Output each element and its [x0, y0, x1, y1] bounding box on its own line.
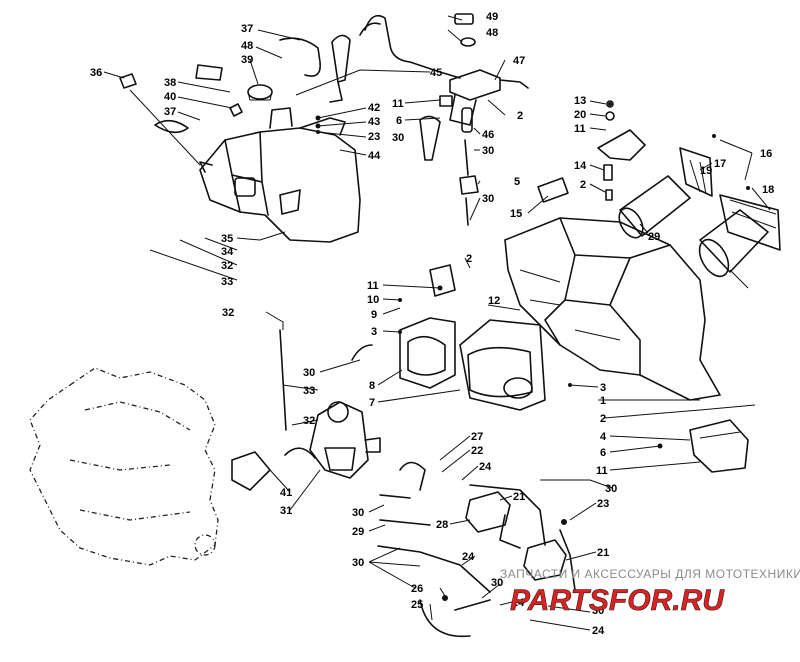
callout-6: 6 — [600, 447, 606, 459]
callout-32: 32 — [303, 415, 315, 427]
callout-32: 32 — [222, 307, 234, 319]
callout-32: 32 — [221, 260, 233, 272]
callout-43: 43 — [368, 116, 380, 128]
callout-30: 30 — [352, 557, 364, 569]
callout-39: 39 — [241, 54, 253, 66]
callout-26: 26 — [411, 583, 423, 595]
callout-34: 34 — [221, 246, 234, 258]
callout-7: 7 — [369, 397, 375, 409]
callout-17: 17 — [714, 158, 726, 170]
callout-36: 36 — [90, 67, 102, 79]
fasteners — [315, 102, 750, 601]
callout-23: 23 — [597, 498, 609, 510]
airbox — [504, 177, 721, 401]
callout-49: 49 — [486, 11, 498, 23]
air-valve-top-right — [597, 100, 646, 201]
callout-27: 27 — [471, 431, 483, 443]
callout-41: 41 — [280, 487, 292, 499]
callout-3: 3 — [371, 326, 377, 338]
carburetor — [231, 329, 381, 491]
callout-30: 30 — [482, 193, 494, 205]
callout-24: 24 — [592, 625, 605, 637]
callout-47: 47 — [513, 55, 525, 67]
callout-33: 33 — [303, 385, 315, 397]
callout-37: 37 — [241, 23, 253, 35]
callout-2: 2 — [466, 253, 472, 265]
callout-10: 10 — [367, 294, 379, 306]
callout-labels: 49 48 47 37 48 39 36 38 40 37 45 42 43 2… — [90, 11, 774, 637]
engine-outline — [29, 367, 219, 566]
callout-21: 21 — [597, 547, 609, 559]
callout-16: 16 — [760, 148, 772, 160]
valve-bracket-assembly — [419, 37, 529, 226]
watermark: ЗАПЧАСТИ И АКСЕССУАРЫ ДЛЯ МОТОТЕХНИКИ PA… — [500, 567, 800, 617]
callout-24: 24 — [512, 597, 525, 609]
callout-11: 11 — [574, 123, 586, 135]
callout-20: 20 — [574, 109, 586, 121]
callout-24: 24 — [462, 551, 475, 563]
callout-3: 3 — [600, 382, 606, 394]
callout-44: 44 — [368, 150, 381, 162]
watermark-logo: PARTSFOR.RU — [510, 584, 725, 617]
callout-11: 11 — [367, 280, 379, 292]
callout-1: 1 — [600, 395, 606, 407]
callout-30: 30 — [352, 507, 364, 519]
callout-14: 14 — [574, 160, 587, 172]
callout-4: 4 — [600, 431, 607, 443]
callout-13: 13 — [574, 95, 586, 107]
watermark-tagline: ЗАПЧАСТИ И АКСЕССУАРЫ ДЛЯ МОТОТЕХНИКИ — [500, 567, 800, 581]
callout-35: 35 — [221, 233, 233, 245]
filler-cap-and-hose — [329, 13, 474, 103]
callout-23: 23 — [368, 131, 380, 143]
callout-31: 31 — [280, 505, 292, 517]
callout-37: 37 — [164, 106, 176, 118]
callout-48: 48 — [486, 27, 498, 39]
callout-9: 9 — [371, 309, 377, 321]
callout-12: 12 — [488, 295, 500, 307]
callout-19: 19 — [700, 165, 712, 177]
callout-30: 30 — [303, 367, 315, 379]
callout-45: 45 — [430, 67, 442, 79]
callout-2: 2 — [580, 179, 586, 191]
callout-30: 30 — [491, 577, 503, 589]
callout-42: 42 — [368, 102, 380, 114]
callout-2: 2 — [600, 413, 606, 425]
callout-15: 15 — [510, 208, 522, 220]
callout-29: 29 — [352, 526, 364, 538]
callout-28: 28 — [436, 519, 448, 531]
callout-40: 40 — [164, 91, 176, 103]
intake-silencers — [618, 147, 781, 278]
callout-21: 21 — [513, 491, 525, 503]
callout-30: 30 — [605, 483, 617, 495]
callout-18: 18 — [762, 184, 774, 196]
callout-30: 30 — [592, 605, 604, 617]
callout-22: 22 — [471, 445, 483, 457]
callout-30: 30 — [392, 132, 404, 144]
callout-29: 29 — [648, 231, 660, 243]
callout-46: 46 — [482, 129, 494, 141]
callout-33: 33 — [221, 276, 233, 288]
callout-8: 8 — [369, 380, 375, 392]
callout-25: 25 — [411, 599, 423, 611]
callout-48: 48 — [241, 40, 253, 52]
leader-lines — [103, 15, 771, 631]
callout-5: 5 — [514, 176, 520, 188]
callout-11: 11 — [596, 465, 608, 477]
right-bracket — [689, 419, 749, 473]
callout-11: 11 — [392, 98, 404, 110]
callout-30: 30 — [482, 145, 494, 157]
callout-2: 2 — [517, 110, 523, 122]
callout-24: 24 — [479, 461, 492, 473]
callout-6: 6 — [396, 115, 402, 127]
oil-tank — [119, 37, 361, 243]
callout-38: 38 — [164, 77, 176, 89]
